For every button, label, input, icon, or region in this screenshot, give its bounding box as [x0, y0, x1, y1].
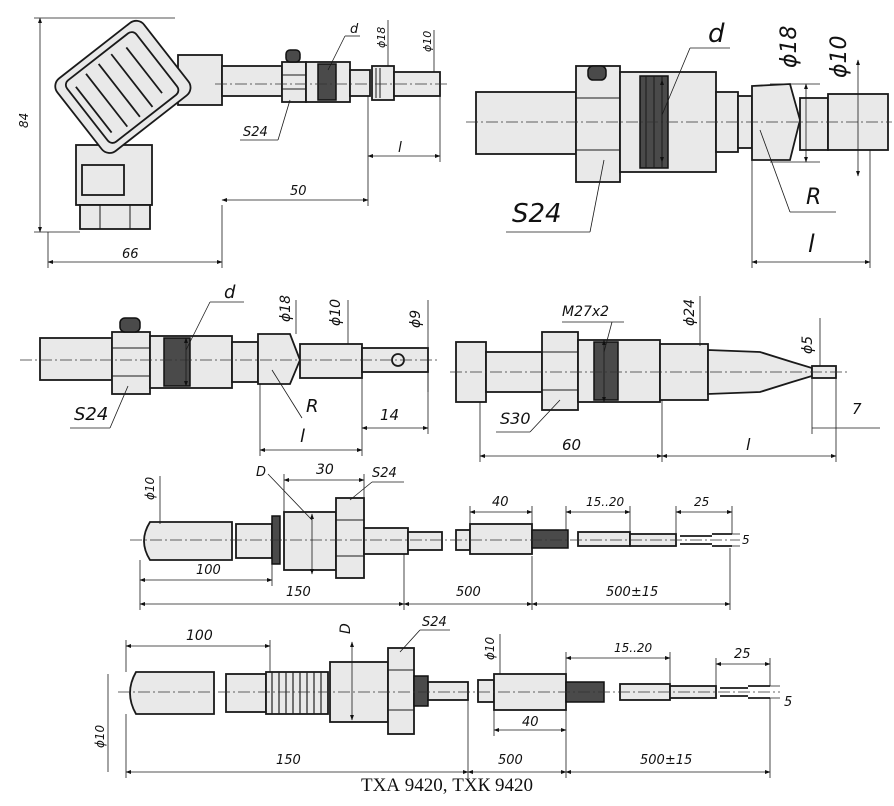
fig5-transition	[469, 523, 533, 555]
fig6-probe-tip	[129, 671, 215, 715]
fig3-label-r: R	[306, 396, 319, 417]
fig4-fitting	[577, 339, 661, 403]
fig6-label-d10-top: ϕ10	[483, 636, 497, 660]
fig4-nut	[541, 331, 579, 411]
fig1-dim-l: l	[398, 140, 402, 156]
fig5-label-s24: S24	[372, 466, 397, 481]
housing-foot	[79, 204, 151, 230]
fig6-dim-150: 150	[276, 753, 301, 768]
fig2-pipe	[475, 91, 577, 155]
fig5-dim-30: 30	[316, 462, 334, 478]
fig3-label-d18: ϕ18	[278, 295, 294, 322]
fig1-dim-66: 66	[122, 247, 139, 262]
fig6-dim-15-20: 15..20	[614, 641, 653, 655]
fig5-dim-40: 40	[492, 495, 509, 510]
fig1-head-assembly: 84 66 50 l S24 d ϕ18 ϕ10	[17, 17, 450, 268]
fig4-dim-7: 7	[852, 400, 862, 418]
fig1-dim-84: 84	[17, 113, 31, 128]
fig6-spring	[265, 671, 329, 715]
fig2-label-r: R	[806, 185, 821, 210]
fig6-dim-40: 40	[522, 715, 539, 730]
fig5-label-D: D	[256, 465, 266, 480]
fig3-sensor-short: d ϕ18 ϕ10 ϕ9 S24 R l 14	[20, 282, 440, 456]
fig6-nut	[387, 647, 415, 735]
fig6-dim-500: 500	[498, 753, 523, 768]
fig3-label-d10: ϕ10	[328, 299, 344, 326]
fig4-sensor-conical: M27x2 ϕ24 ϕ5 S30 60 l 7	[450, 296, 880, 462]
fig4-label-d5: ϕ5	[800, 336, 816, 354]
fig4-dim-l: l	[746, 435, 751, 454]
fig4-label-s30: S30	[500, 409, 531, 428]
fig1-dim-50: 50	[290, 184, 307, 199]
fig3-fitting	[149, 335, 233, 389]
fig1-nut	[281, 61, 307, 103]
fig4-label-thread: M27x2	[562, 304, 609, 320]
fig2-label-l: l	[808, 230, 815, 258]
fig5-dim-150: 150	[286, 585, 311, 600]
fig5-dim-500pm: 500±15	[606, 585, 658, 600]
fig4-dim-60: 60	[562, 436, 581, 454]
fig2-label-d: d	[708, 19, 725, 49]
fig5-dim-15-20: 15..20	[586, 495, 625, 509]
fig5-label-d10: ϕ10	[143, 476, 157, 500]
fig5-cable-sensor: ϕ10 D 30 S24 40 15..20 25 5 100 150 500 …	[130, 462, 750, 610]
fig5-probe-tip	[143, 521, 233, 561]
fig3-pipe	[39, 337, 113, 381]
fig1-label-s24: S24	[243, 125, 268, 140]
figure-caption: ТХА 9420, ТХК 9420	[360, 775, 534, 796]
fig6-dim-100: 100	[186, 628, 213, 644]
fig2-label-d18: ϕ18	[777, 25, 802, 68]
fig4-label-d24: ϕ24	[682, 299, 698, 326]
housing-base	[75, 144, 153, 206]
fig6-label-D: D	[338, 623, 354, 634]
fig6-label-d10-left: ϕ10	[93, 724, 107, 748]
fig3-label-d: d	[224, 282, 236, 303]
fig6-cable-sensor-spring: 100 D S24 ϕ10 15..20 25 5 ϕ10 40 150 500…	[93, 615, 792, 778]
fig5-dim-25: 25	[694, 495, 709, 509]
fig3-label-l: l	[300, 426, 305, 447]
fig6-label-s24: S24	[422, 615, 447, 630]
fig1-label-d: d	[350, 22, 359, 37]
fig2-label-s24: S24	[512, 199, 562, 229]
fig2-fitting-detail: d ϕ18 ϕ10 S24 R l	[466, 19, 892, 268]
fig2-nut	[575, 65, 621, 183]
fig3-label-d9: ϕ9	[408, 310, 424, 328]
fig3-dim-14: 14	[380, 406, 399, 424]
fig2-label-d10: ϕ10	[827, 35, 852, 78]
fig6-dim-25: 25	[734, 647, 751, 662]
fig6-dim-500pm: 500±15	[640, 753, 692, 768]
fig1-pipe	[221, 65, 283, 97]
fig5-dim-5: 5	[742, 533, 750, 547]
fig5-fitting	[283, 511, 337, 571]
fig3-label-s24: S24	[74, 404, 108, 425]
fig5-nut	[335, 497, 365, 579]
fig5-dim-500: 500	[456, 585, 481, 600]
fig3-nut	[111, 331, 151, 395]
fig6-dim-5: 5	[784, 695, 792, 710]
fig1-label-d18: ϕ18	[375, 27, 388, 48]
fig5-dim-100: 100	[196, 563, 221, 578]
housing-lid	[54, 19, 192, 154]
fig1-label-d10: ϕ10	[421, 31, 434, 52]
